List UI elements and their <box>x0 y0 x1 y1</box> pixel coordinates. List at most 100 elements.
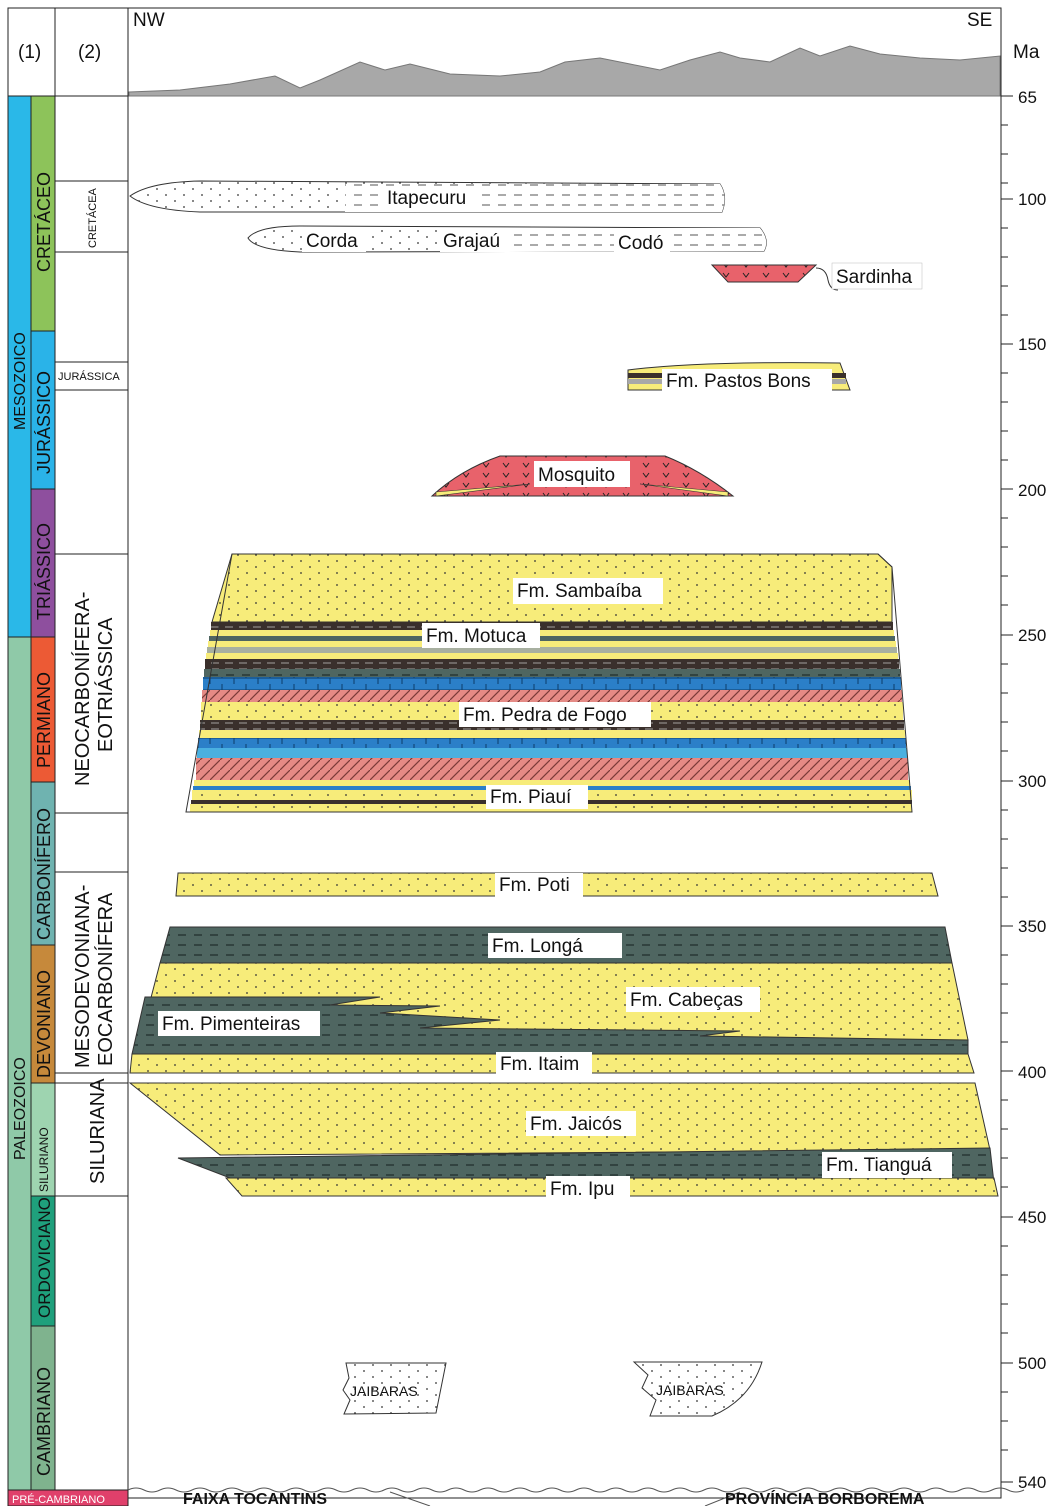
age-tick-label: 250 <box>1018 626 1046 645</box>
seq-siluriana-label: SILURIANA <box>87 1078 109 1184</box>
precambriano-label: PRÉ-CAMBRIANO <box>12 1493 105 1506</box>
mosquito-label-box <box>534 461 630 487</box>
jaicos-label: Fm. Jaicós <box>530 1114 622 1135</box>
sequence-column <box>55 180 128 1197</box>
tiangua-label: Fm. Tianguá <box>826 1155 932 1176</box>
seq-mesodev-label-1: MESODEVONIANA- <box>72 885 94 1068</box>
itapecuru-label-box <box>382 186 480 208</box>
period-siluriano-label: SILURIANO <box>37 1127 51 1192</box>
nw-label: NW <box>133 10 165 31</box>
seq-jurassica-label: JURÁSSICA <box>58 370 120 383</box>
age-tick-label: 200 <box>1018 481 1046 500</box>
precambriano-box <box>7 1489 129 1506</box>
seq-neocarb-label-1: NEOCARBONÍFERA- <box>71 592 94 786</box>
sardinha-label: Sardinha <box>836 267 912 288</box>
age-tick-label: 300 <box>1018 772 1046 791</box>
se-label: SE <box>967 10 992 31</box>
period-labels: CRETÁCEO JURÁSSICO TRIÁSSICO PERMIANO CA… <box>34 172 54 1476</box>
period-cretaceo <box>30 95 56 332</box>
topographic-profile <box>128 45 1001 97</box>
longa-label: Fm. Longá <box>492 936 583 957</box>
ipu-label: Fm. Ipu <box>550 1179 614 1200</box>
pedra-de-fogo-label-box <box>459 702 651 727</box>
era-column: MESOZOICO PALEOZOICO <box>7 95 32 1491</box>
age-labels: 65 100 150 200 250 300 350 400 450 500 5… <box>1018 88 1046 1492</box>
jaibaras-graben-1 <box>342 1362 447 1415</box>
period-ordoviciano-label: ORDOVICIANO <box>35 1197 54 1318</box>
age-tick-label: 500 <box>1018 1354 1046 1373</box>
itaim-label-box <box>496 1052 592 1076</box>
era-paleozoico-label: PALEOZOICO <box>12 1057 29 1160</box>
provincia-borborema-label: PROVÍNCIA BORBOREMA <box>725 1489 925 1506</box>
sequence-labels: CRETÁCEA JURÁSSICA NEOCARBONÍFERA- EOTRI… <box>58 187 120 1184</box>
jaibaras-label-1: JAIBARAS <box>350 1383 418 1399</box>
era-mesozoico-label: MESOZOICO <box>12 332 29 430</box>
corda-label-box <box>302 230 366 252</box>
age-tick-label: 450 <box>1018 1208 1046 1227</box>
itaim-label: Fm. Itaim <box>500 1054 579 1075</box>
mesodev-package <box>129 926 975 1074</box>
period-cambriano-label: CAMBRIANO <box>34 1367 54 1476</box>
piaui-label: Fm. Piauí <box>490 787 572 808</box>
sambaiba-label-box <box>513 578 663 604</box>
poti-label-box <box>495 873 583 897</box>
period-jurassico <box>30 330 56 490</box>
pastos-bons-label: Fm. Pastos Bons <box>666 371 811 392</box>
cabecas-label: Fm. Cabeças <box>630 990 743 1011</box>
motuca-label-box <box>422 623 540 648</box>
age-tick-label: 150 <box>1018 335 1046 354</box>
longa-label-box <box>488 933 622 958</box>
jaicos-label-box <box>526 1111 636 1136</box>
period-cretaceo-label: CRETÁCEO <box>34 172 54 272</box>
age-scale <box>1000 95 1013 1490</box>
period-jurassico-label: JURÁSSICO <box>34 371 54 474</box>
period-carbonifero <box>30 781 56 946</box>
poti-label: Fm. Poti <box>499 875 570 896</box>
mosquito-label: Mosquito <box>538 465 615 486</box>
jaibaras-label-2: JAIBARAS <box>656 1382 724 1398</box>
pedra-de-fogo-label: Fm. Pedra de Fogo <box>463 705 627 726</box>
basement-wavy-line <box>127 1487 1025 1493</box>
pimenteiras-label-box <box>158 1011 320 1036</box>
pastos-bons-label-box <box>662 369 832 393</box>
piaui-label-box <box>486 785 588 809</box>
ipu-label-box <box>546 1176 630 1202</box>
faixa-tocantins-label: FAIXA TOCANTINS <box>183 1491 327 1506</box>
ma-label: Ma <box>1013 42 1040 63</box>
age-tick-label: 100 <box>1018 190 1046 209</box>
sardinha-label-box <box>831 262 923 290</box>
period-permiano <box>30 636 56 783</box>
seq-cretacea-label: CRETÁCEA <box>86 187 99 248</box>
sambaiba-label: Fm. Sambaíba <box>517 581 642 602</box>
mosquito-sandstone-wedge <box>435 483 729 497</box>
age-tick-label: 400 <box>1018 1063 1046 1082</box>
seq-mesodev-label-2: EOCARBONÍFERA <box>94 892 117 1066</box>
period-devoniano-label: DEVONIANO <box>34 970 54 1078</box>
period-carbonifero-label: CARBONÍFERO <box>34 808 54 940</box>
period-cambriano <box>30 1325 56 1491</box>
cabecas-label-box <box>626 987 760 1012</box>
period-triassico-label: TRIÁSSICO <box>34 523 54 620</box>
basement-suture <box>389 1491 741 1506</box>
period-devoniano <box>30 944 56 1084</box>
age-tick-label: 65 <box>1018 88 1037 107</box>
seq-neocarb-label-2: EOTRIÁSSICA <box>94 617 117 752</box>
corda-label: Corda <box>306 231 358 252</box>
pimenteiras-label: Fm. Pimenteiras <box>162 1014 300 1035</box>
age-tick-label: 540 <box>1018 1473 1046 1492</box>
codo-label-box <box>614 230 670 252</box>
itapecuru-label: Itapecuru <box>387 188 466 209</box>
age-tick-label: 350 <box>1018 917 1046 936</box>
codo-label: Codó <box>618 233 663 254</box>
column-2-header: (2) <box>78 42 101 63</box>
period-permiano-label: PERMIANO <box>34 672 54 768</box>
period-column <box>30 95 56 1491</box>
motuca-label: Fm. Motuca <box>426 626 527 647</box>
grajau-label: Grajaú <box>443 231 500 252</box>
grajau-label-box <box>440 230 508 252</box>
sardinha-lens <box>710 264 818 283</box>
column-1-header: (1) <box>18 42 41 63</box>
jaibaras-graben-2 <box>632 1361 763 1417</box>
period-siluriano <box>30 1082 56 1197</box>
